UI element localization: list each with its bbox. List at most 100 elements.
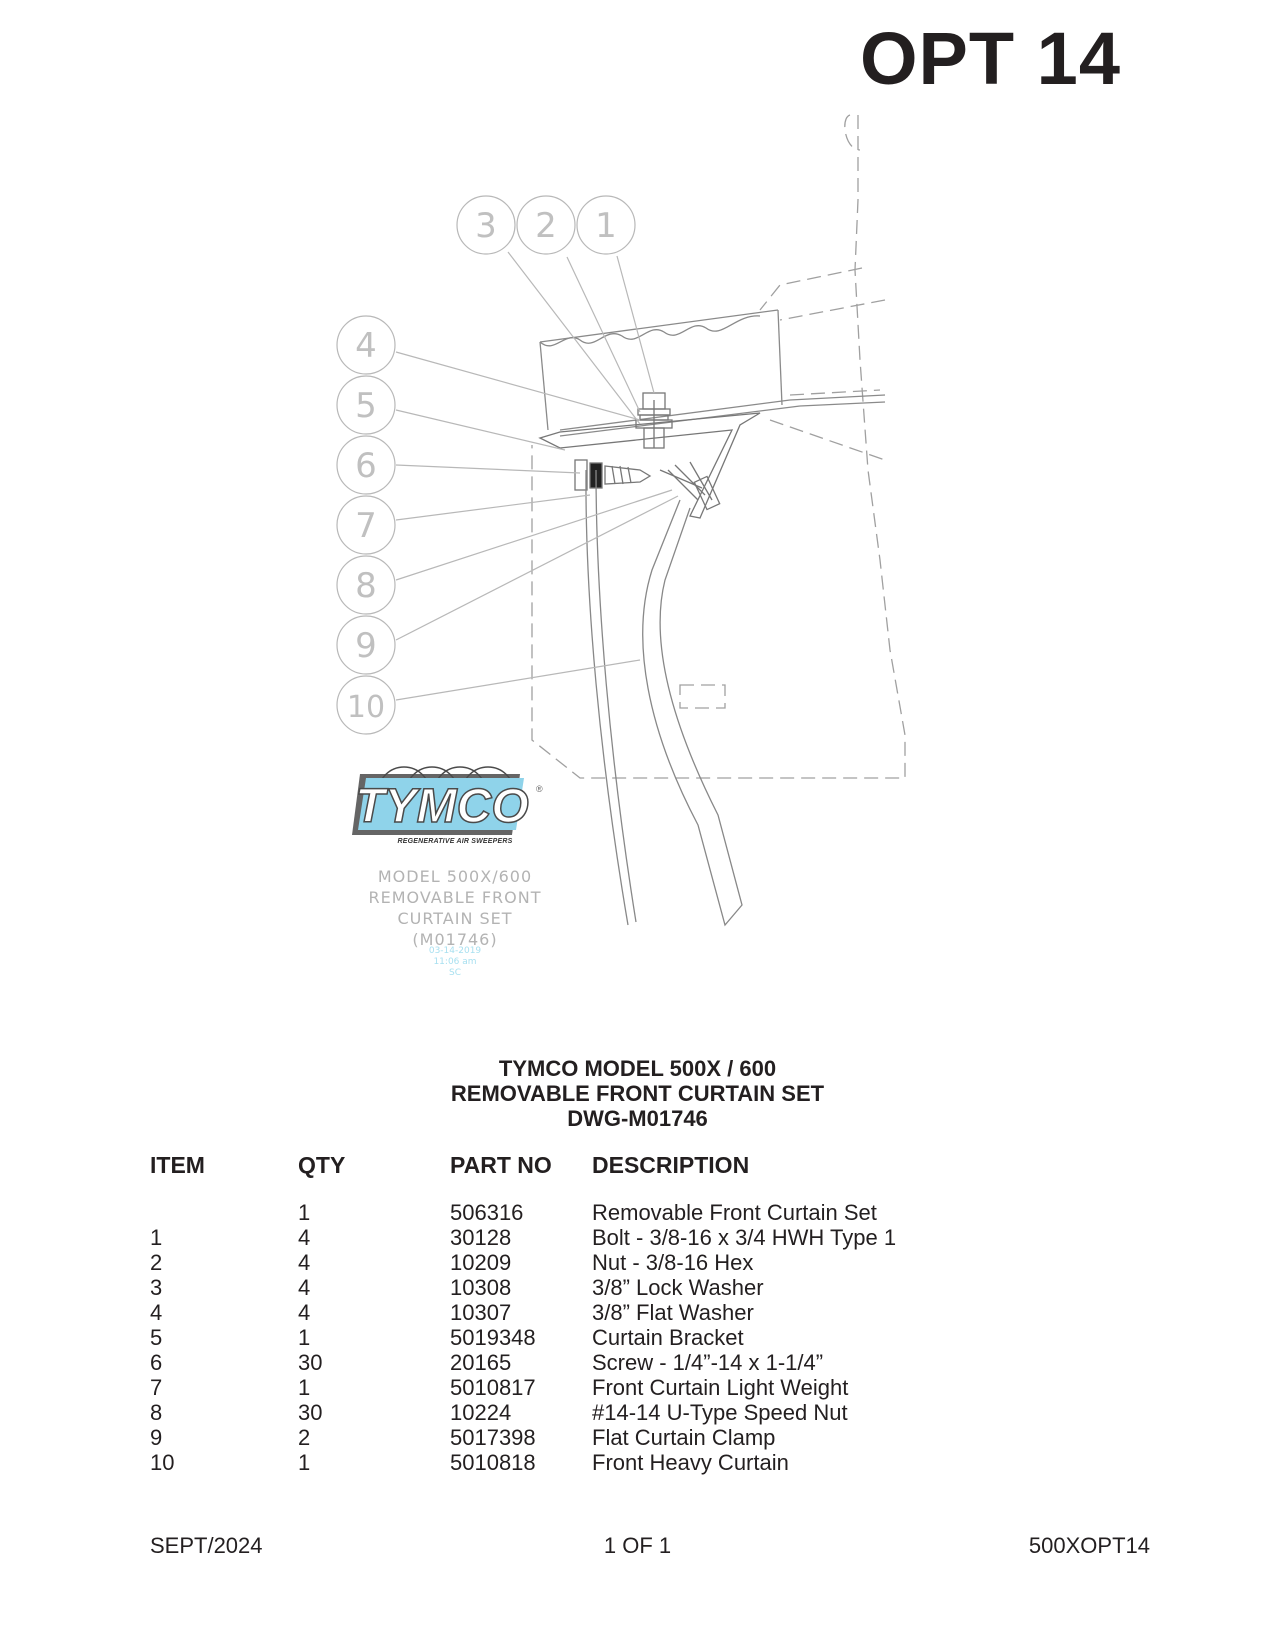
clamp-screw [659, 461, 721, 511]
callout-8: 8 [336, 555, 396, 615]
table-row: 4 4 10307 3/8” Flat Washer [0, 1300, 1275, 1325]
quantity: 30 [298, 1350, 323, 1375]
table-row: 5 1 5019348 Curtain Bracket [0, 1325, 1275, 1350]
callout-1: 1 [576, 195, 636, 255]
footer-date: SEPT/2024 [150, 1533, 263, 1558]
callout-10: 10 [336, 675, 396, 735]
footer-document-id: 500XOPT14 [1028, 1533, 1150, 1558]
svg-text:3: 3 [475, 206, 497, 246]
item-number: 10 [150, 1450, 175, 1475]
part-number: 5019348 [450, 1325, 536, 1350]
item-number: 1 [150, 1225, 163, 1250]
table-row: 1 506316 Removable Front Curtain Set [0, 1200, 1275, 1225]
item-number: 6 [150, 1350, 163, 1375]
table-row: 6 30 20165 Screw - 1/4”-14 x 1-1/4” [0, 1350, 1275, 1375]
part-number: 10209 [450, 1250, 512, 1275]
part-number: 20165 [450, 1350, 512, 1375]
quantity: 1 [298, 1375, 311, 1400]
table-row: 10 1 5010818 Front Heavy Curtain [0, 1450, 1275, 1475]
table-row: 9 2 5017398 Flat Curtain Clamp [0, 1425, 1275, 1450]
svg-text:8: 8 [355, 566, 377, 606]
description: Flat Curtain Clamp [592, 1425, 776, 1450]
part-number: 5010817 [450, 1375, 536, 1400]
heading-line-1: TYMCO MODEL 500X / 600 [498, 1056, 777, 1081]
table-row: 8 30 10224 #14-14 U-Type Speed Nut [0, 1400, 1275, 1425]
svg-text:1: 1 [595, 206, 617, 246]
heading-line-2: REMOVABLE FRONT CURTAIN SET [450, 1081, 825, 1106]
caption-line: CURTAIN SET [397, 909, 513, 928]
quantity: 30 [298, 1400, 323, 1425]
bolt-stack [635, 392, 673, 449]
item-number: 2 [150, 1250, 163, 1275]
table-row: 1 4 30128 Bolt - 3/8-16 x 3/4 HWH Type 1 [0, 1225, 1275, 1250]
drawing-caption: MODEL 500X/600 REMOVABLE FRONT CURTAIN S… [330, 866, 580, 950]
description: Nut - 3/8-16 Hex [592, 1250, 754, 1275]
caption-line: (M01746) [412, 930, 498, 949]
column-header-description: DESCRIPTION [592, 1152, 750, 1178]
part-number: 5010818 [450, 1450, 536, 1475]
svg-text:®: ® [536, 784, 543, 794]
quantity: 1 [298, 1200, 311, 1225]
leader-lines [395, 251, 679, 701]
quantity: 4 [298, 1225, 311, 1250]
tymco-logo: TYMCO ® [352, 766, 543, 835]
part-number: 10224 [450, 1400, 512, 1425]
table-row: 7 1 5010817 Front Curtain Light Weight [0, 1375, 1275, 1400]
part-number: 10308 [450, 1275, 512, 1300]
description: Front Heavy Curtain [592, 1450, 789, 1475]
callout-9: 9 [336, 615, 396, 675]
item-number: 4 [150, 1300, 163, 1325]
column-header-qty: QTY [298, 1152, 346, 1178]
table-row: 2 4 10209 Nut - 3/8-16 Hex [0, 1250, 1275, 1275]
exploded-assembly-drawing: 1 2 3 4 5 6 7 8 [336, 114, 906, 927]
svg-text:6: 6 [355, 446, 377, 486]
caption-line: REMOVABLE FRONT [368, 888, 542, 907]
stamp-initials: SC [449, 968, 461, 978]
svg-text:TYMCO: TYMCO [355, 780, 528, 833]
description: 3/8” Lock Washer [592, 1275, 764, 1300]
logo-tagline: REGENERATIVE AIR SWEEPERS [397, 838, 513, 845]
callout-7: 7 [336, 495, 396, 555]
description: Curtain Bracket [592, 1325, 744, 1350]
item-number: 3 [150, 1275, 163, 1300]
quantity: 2 [298, 1425, 311, 1450]
item-number: 5 [150, 1325, 163, 1350]
callout-6: 6 [336, 435, 396, 495]
table-row: 3 4 10308 3/8” Lock Washer [0, 1275, 1275, 1300]
item-number: 9 [150, 1425, 163, 1450]
caption-line: MODEL 500X/600 [377, 867, 533, 886]
part-number: 30128 [450, 1225, 512, 1250]
part-number: 506316 [450, 1200, 524, 1225]
column-header-part-no: PART NO [450, 1152, 552, 1178]
svg-text:5: 5 [355, 386, 377, 426]
description: Front Curtain Light Weight [592, 1375, 849, 1400]
column-header-item: ITEM [150, 1152, 205, 1178]
svg-text:2: 2 [535, 206, 557, 246]
callout-5: 5 [336, 375, 396, 435]
part-number: 5017398 [450, 1425, 536, 1450]
callout-2: 2 [516, 195, 576, 255]
footer-page-number: 1 OF 1 [603, 1533, 672, 1558]
curtain-bracket [538, 412, 761, 519]
item-number: 7 [150, 1375, 163, 1400]
description: #14-14 U-Type Speed Nut [592, 1400, 848, 1425]
heavy-curtain [642, 499, 743, 927]
description: Screw - 1/4”-14 x 1-1/4” [592, 1350, 824, 1375]
quantity: 4 [298, 1275, 311, 1300]
quantity: 1 [298, 1450, 311, 1475]
document-heading: TYMCO MODEL 500X / 600 REMOVABLE FRONT C… [0, 1056, 1275, 1131]
page-label: OPT 14 [860, 17, 1121, 100]
svg-text:9: 9 [355, 626, 377, 666]
heading-line-3: DWG-M01746 [567, 1106, 708, 1131]
item-number: 8 [150, 1400, 163, 1425]
quantity: 1 [298, 1325, 311, 1350]
drawing-stamp: 03-14-2019 11:06 am SC [330, 946, 580, 979]
svg-text:4: 4 [355, 326, 377, 366]
description: Bolt - 3/8-16 x 3/4 HWH Type 1 [592, 1225, 897, 1250]
light-curtain [585, 469, 637, 926]
quantity: 4 [298, 1250, 311, 1275]
svg-text:10: 10 [347, 690, 385, 725]
stamp-date: 03-14-2019 [428, 946, 482, 956]
callout-4: 4 [336, 315, 396, 375]
vehicle-outline [531, 114, 906, 779]
